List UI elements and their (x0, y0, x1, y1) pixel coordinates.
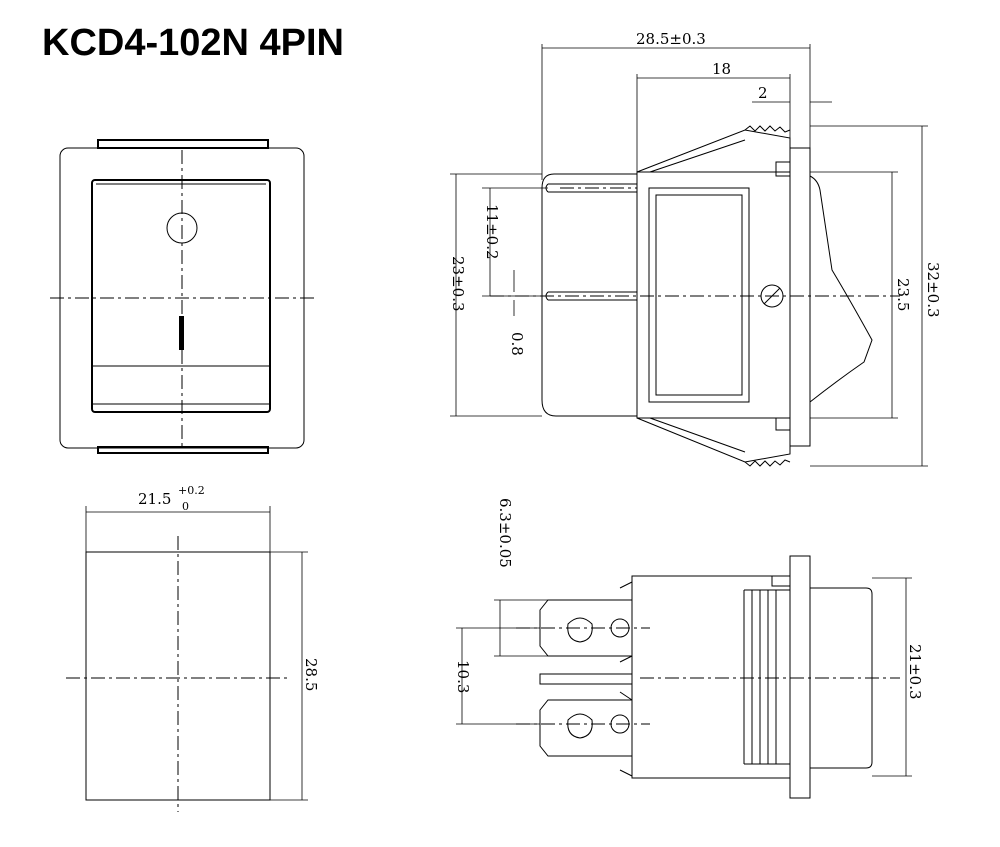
dim-total-height: 32±0.3 (924, 262, 942, 318)
diagram-title: KCD4-102N 4PIN (42, 22, 344, 64)
panel-cutout-view: 21.5 +0.2 0 28.5 (66, 484, 320, 812)
dim-cutout-width-tol-upper: +0.2 (178, 484, 205, 497)
dim-body-height: 23±0.3 (449, 256, 467, 312)
dim-terminal-pitch: 10.3 (454, 660, 472, 693)
side-view: 28.5±0.3 18 2 11±0.2 23±0.3 0.8 23.5 (449, 30, 942, 467)
dim-pin-spacing: 11±0.2 (483, 204, 501, 260)
dim-pin-thickness: 0.8 (508, 332, 526, 356)
dim-cutout-height: 28.5 (302, 658, 320, 691)
dim-width: 21±0.3 (906, 644, 924, 700)
dim-terminal-width: 6.3±0.05 (496, 498, 514, 568)
dim-overall-length: 28.5±0.3 (636, 30, 706, 48)
dim-cutout-width: 21.5 (138, 490, 171, 508)
bottom-view: 6.3±0.05 10.3 21±0.3 (454, 498, 924, 799)
dim-cutout-width-tol-lower: 0 (182, 500, 189, 513)
dim-body-length: 18 (712, 60, 731, 78)
dim-rocker-height: 23.5 (894, 278, 912, 311)
dim-flange: 2 (758, 84, 768, 102)
front-view (50, 139, 315, 454)
